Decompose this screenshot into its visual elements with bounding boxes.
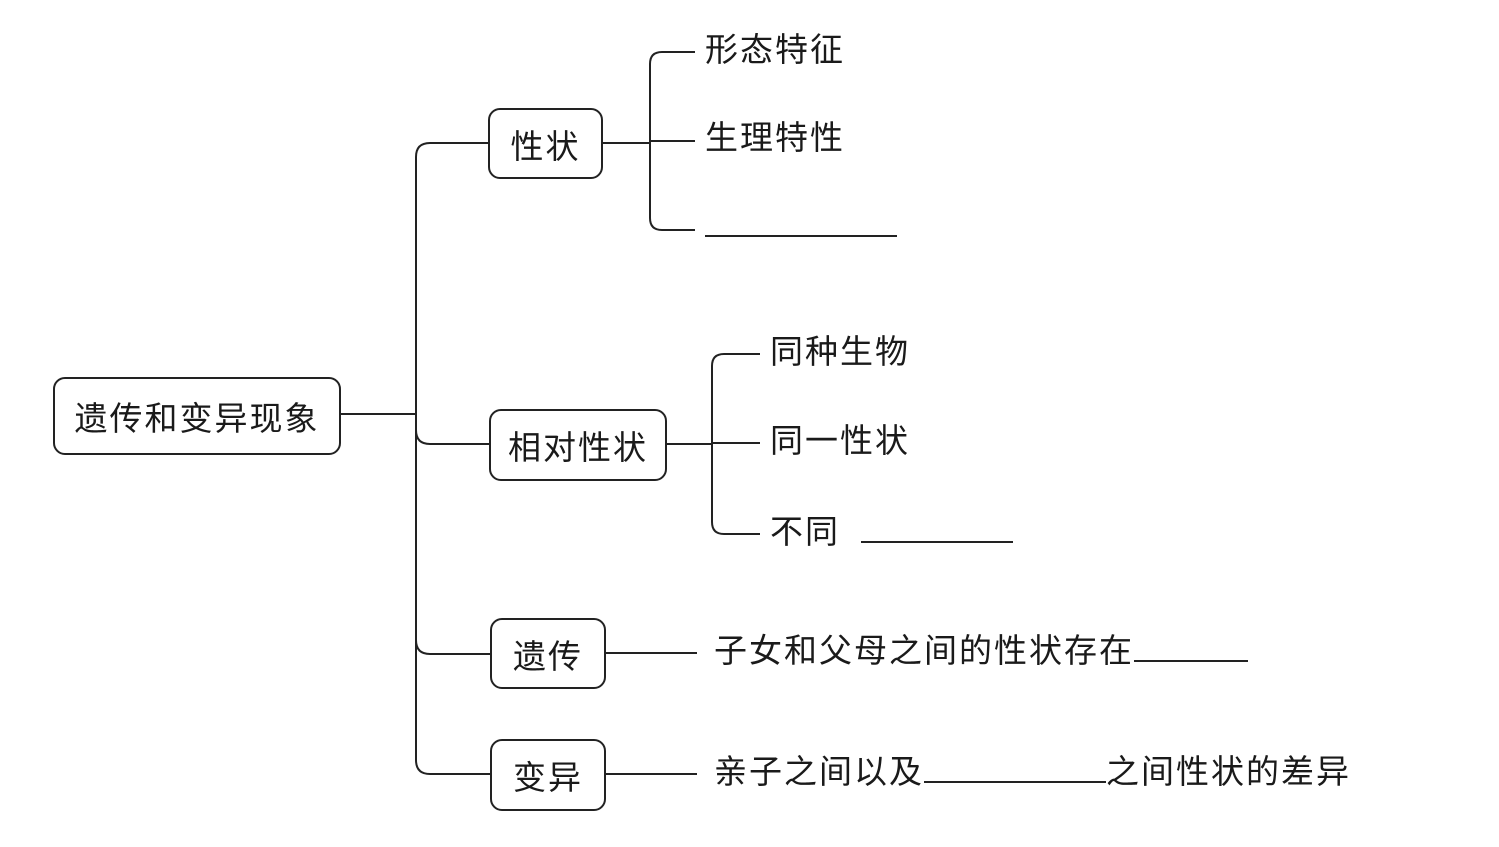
node-label: 遗传 — [513, 636, 583, 676]
trunk-branch-3 — [415, 639, 490, 655]
fill-blank[interactable] — [1134, 630, 1248, 662]
leaf-yichuan-def: 子女和父母之间的性状存在 — [714, 630, 1248, 671]
leaf-tongyi: 同一性状 — [770, 421, 910, 460]
leaf-tongzhong: 同种生物 — [770, 332, 910, 371]
leaf-xingtai: 形态特征 — [705, 30, 845, 69]
trunk-branch-2 — [415, 429, 490, 445]
node-label: 性状 — [510, 126, 581, 166]
node-bianyi: 变异 — [490, 739, 606, 811]
leaf-butong: 不同 — [770, 511, 1013, 552]
root-label: 遗传和变异现象 — [74, 399, 320, 438]
leaf-shengli: 生理特性 — [705, 118, 845, 157]
fill-blank[interactable] — [924, 751, 1106, 783]
leaf-blank-1 — [705, 205, 897, 246]
fill-blank[interactable] — [860, 511, 1013, 543]
leaf-bianyi-def: 亲子之间以及之间性状的差异 — [714, 751, 1351, 791]
node-label: 变异 — [513, 758, 583, 797]
node-label: 相对性状 — [508, 428, 648, 467]
main-trunk — [415, 142, 490, 775]
node-yichuan: 遗传 — [490, 618, 606, 689]
node-xiangdui-xingzhuang: 相对性状 — [489, 409, 667, 481]
node-xingzhuang: 性状 — [488, 108, 603, 179]
root-node: 遗传和变异现象 — [53, 377, 341, 455]
fill-blank[interactable] — [705, 205, 897, 237]
